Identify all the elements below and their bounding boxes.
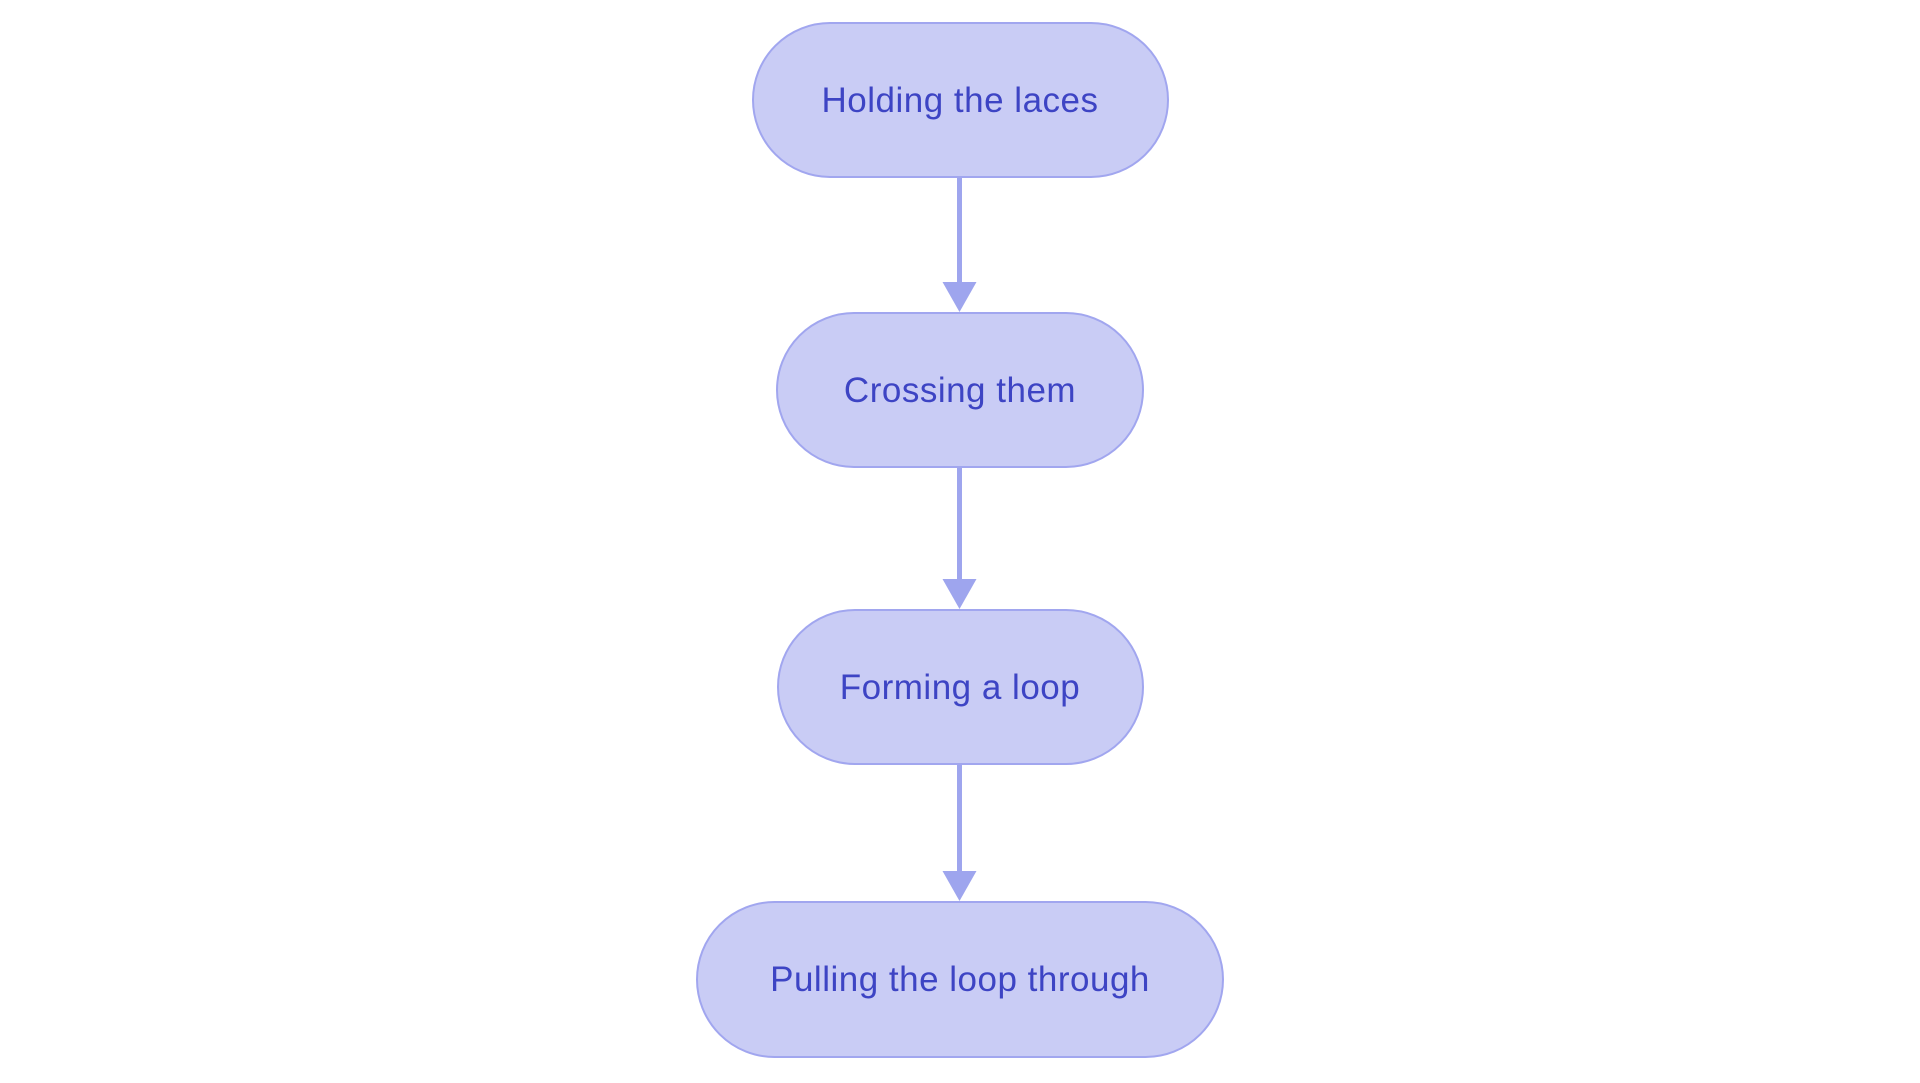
node-pill-shape <box>696 901 1224 1058</box>
arrow-head-icon <box>942 282 977 312</box>
node-pill-shape <box>776 312 1144 468</box>
node-label: Pulling the loop through <box>770 960 1150 999</box>
flow-arrow-3-to-4 <box>942 765 977 901</box>
arrow-head-icon <box>942 871 977 901</box>
flowchart-node-step-4: Pulling the loop through <box>696 901 1224 1058</box>
flowchart-node-step-1: Holding the laces <box>752 22 1169 178</box>
node-label: Forming a loop <box>840 668 1080 707</box>
arrow-head-icon <box>942 579 977 609</box>
node-pill-shape <box>777 609 1144 765</box>
node-pill-shape <box>752 22 1169 178</box>
node-label: Crossing them <box>844 371 1076 410</box>
node-label: Holding the laces <box>822 81 1099 120</box>
flow-arrow-2-to-3 <box>942 468 977 609</box>
flowchart-node-step-3: Forming a loop <box>777 609 1144 765</box>
flow-arrow-1-to-2 <box>942 178 977 312</box>
flowchart-node-step-2: Crossing them <box>776 312 1144 468</box>
